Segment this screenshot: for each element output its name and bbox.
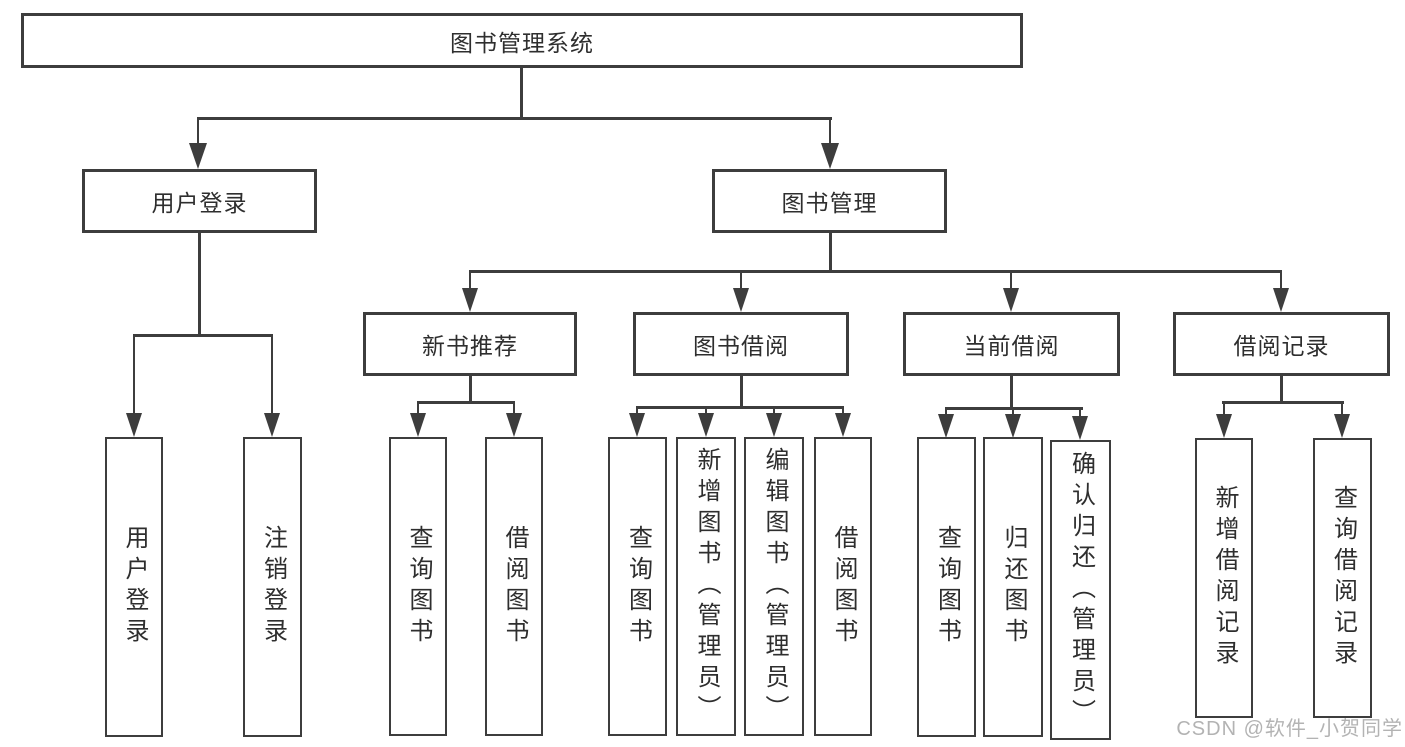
leaf-current-query-books-label: 查询图书 <box>933 525 961 649</box>
leaf-borrow-borrow-books: 借阅图书 <box>814 437 872 736</box>
leaf-current-query-books: 查询图书 <box>917 437 976 737</box>
connector-records-stem <box>1280 376 1283 404</box>
node-current-borrow-label: 当前借阅 <box>963 333 1060 359</box>
node-root-label: 图书管理系统 <box>450 29 594 56</box>
connector-borrow-stem <box>740 376 743 409</box>
leaf-borrow-add-books-admin-label: 新增图书（管理员） <box>693 447 720 726</box>
connector-userlogin-rail <box>133 334 273 337</box>
leaf-borrow-borrow-books-label: 借阅图书 <box>830 524 857 649</box>
arrow-down-icon <box>1072 409 1088 440</box>
leaf-current-confirm-return-admin: 确认归还（管理员） <box>1050 440 1111 740</box>
arrow-down-icon <box>835 408 851 437</box>
node-book-management-label: 图书管理 <box>781 190 878 216</box>
leaf-user-login: 用户登录 <box>105 437 163 737</box>
leaf-newbook-borrow-books: 借阅图书 <box>485 437 543 736</box>
leaf-newbook-query-books: 查询图书 <box>389 437 447 736</box>
leaf-borrow-edit-books-admin-label: 编辑图书（管理员） <box>761 447 788 726</box>
node-new-book-recommend: 新书推荐 <box>363 312 577 376</box>
arrow-down-icon <box>189 119 207 169</box>
connector-newbook-rail <box>417 401 515 404</box>
leaf-borrow-query-books-label: 查询图书 <box>624 524 652 649</box>
connector-userlogin-stem <box>198 233 201 336</box>
leaf-borrow-query-books: 查询图书 <box>608 437 667 736</box>
node-borrow-records: 借阅记录 <box>1173 312 1390 376</box>
connector-root-rail <box>197 117 832 120</box>
arrow-down-icon <box>698 408 714 437</box>
node-root: 图书管理系统 <box>21 13 1023 68</box>
arrow-down-icon <box>629 408 645 437</box>
connector-newbook-stem <box>469 376 472 404</box>
connector-current-stem <box>1010 376 1013 410</box>
arrow-down-icon <box>938 409 954 438</box>
node-book-borrow: 图书借阅 <box>633 312 849 376</box>
arrow-down-icon <box>821 119 839 169</box>
node-user-login-label: 用户登录 <box>151 190 248 216</box>
leaf-current-confirm-return-admin-label: 确认归还（管理员） <box>1067 450 1095 730</box>
leaf-newbook-query-books-label: 查询图书 <box>405 524 432 649</box>
arrow-down-icon <box>462 272 478 312</box>
leaf-current-return-books-label: 归还图书 <box>1000 525 1027 649</box>
node-current-borrow: 当前借阅 <box>903 312 1120 376</box>
arrow-down-icon <box>1005 409 1021 438</box>
connector-bookmgmt-rail <box>469 270 1282 273</box>
leaf-user-login-label: 用户登录 <box>121 525 148 649</box>
arrow-down-icon <box>733 272 749 312</box>
leaf-logout-label: 注销登录 <box>259 525 287 649</box>
connector-current-rail <box>945 407 1083 410</box>
leaf-borrow-add-books-admin: 新增图书（管理员） <box>676 437 736 736</box>
connector-records-rail <box>1222 401 1344 404</box>
arrow-down-icon <box>264 336 280 437</box>
arrow-down-icon <box>1216 403 1232 438</box>
arrow-down-icon <box>1003 272 1019 312</box>
leaf-current-return-books: 归还图书 <box>983 437 1043 737</box>
node-borrow-records-label: 借阅记录 <box>1233 333 1330 359</box>
leaf-records-add-record-label: 新增借阅记录 <box>1211 485 1238 671</box>
connector-root-stem <box>520 68 523 119</box>
connector-borrow-rail <box>636 406 844 409</box>
leaf-records-query-record-label: 查询借阅记录 <box>1329 485 1357 671</box>
arrow-down-icon <box>1334 403 1350 438</box>
arrow-down-icon <box>410 403 426 437</box>
leaf-newbook-borrow-books-label: 借阅图书 <box>501 524 528 649</box>
watermark: CSDN @软件_小贺同学 <box>1176 718 1403 740</box>
node-book-management: 图书管理 <box>712 169 947 233</box>
node-new-book-recommend-label: 新书推荐 <box>422 333 518 359</box>
arrow-down-icon <box>766 408 782 437</box>
leaf-records-query-record: 查询借阅记录 <box>1313 438 1372 718</box>
arrow-down-icon <box>506 403 522 437</box>
node-book-borrow-label: 图书借阅 <box>693 333 789 359</box>
node-user-login: 用户登录 <box>82 169 317 233</box>
arrow-down-icon <box>126 336 142 437</box>
arrow-down-icon <box>1273 272 1289 312</box>
leaf-borrow-edit-books-admin: 编辑图书（管理员） <box>744 437 804 736</box>
connector-bookmgmt-stem <box>829 233 832 273</box>
leaf-logout: 注销登录 <box>243 437 302 737</box>
leaf-records-add-record: 新增借阅记录 <box>1195 438 1253 718</box>
